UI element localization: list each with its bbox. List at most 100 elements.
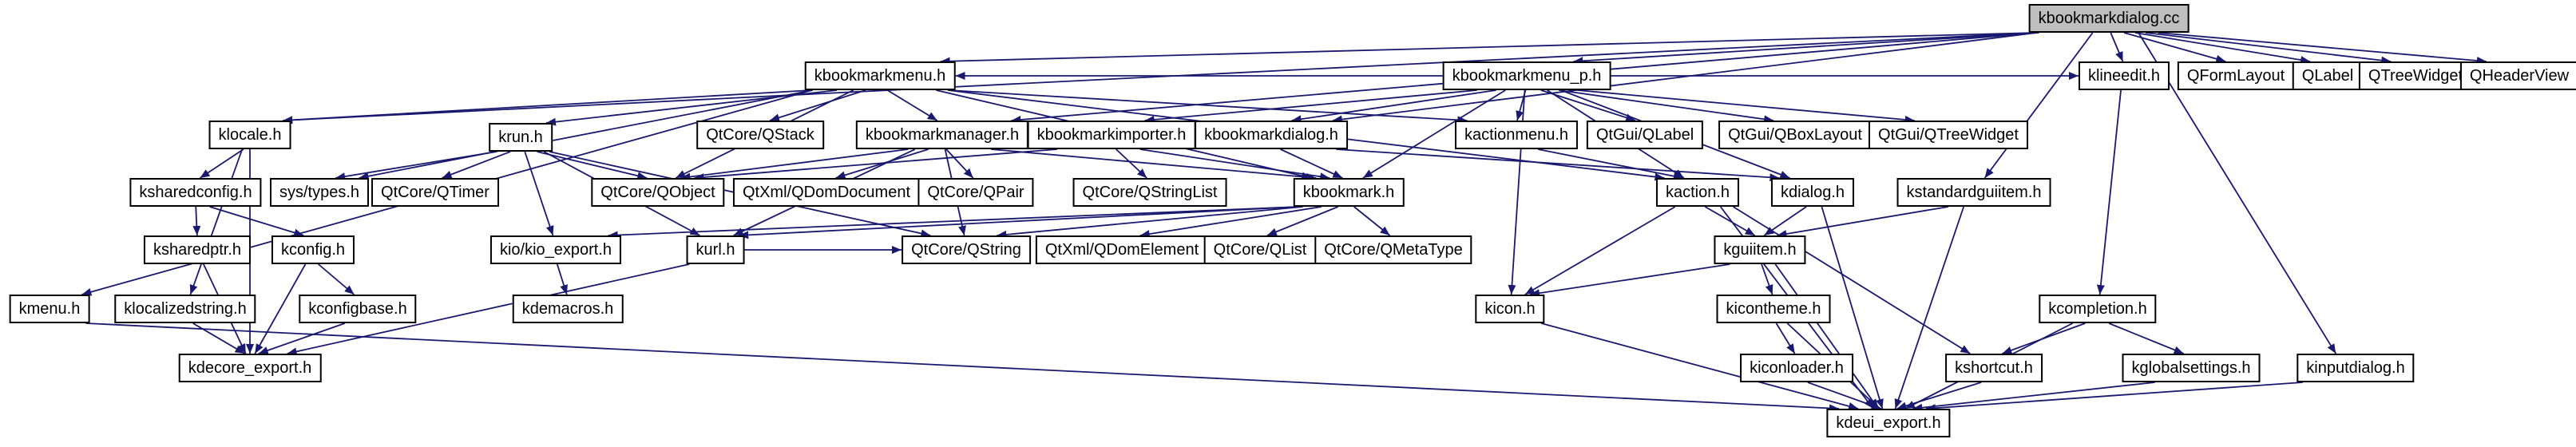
graph-node-kbookmarkmanager_h[interactable]: kbookmarkmanager.h bbox=[855, 121, 1029, 149]
graph-edge-kbookmarkimporter_h-qobject bbox=[694, 148, 1057, 182]
graph-edge-kiconloader_h-kdeui_export_h bbox=[1807, 382, 1882, 409]
graph-node-kguiitem_h[interactable]: kguiitem.h bbox=[1714, 235, 1806, 264]
graph-node-krun_h[interactable]: krun.h bbox=[489, 123, 553, 152]
graph-node-klocale_h[interactable]: klocale.h bbox=[208, 121, 291, 149]
graph-node-qtgui_qlabel[interactable]: QtGui/QLabel bbox=[1586, 121, 1704, 149]
graph-edge-root-kinputdialog_h bbox=[2138, 32, 2337, 354]
graph-node-qobject[interactable]: QtCore/QObject bbox=[591, 178, 725, 207]
graph-edge-kguiitem_h-kicontheme_h bbox=[1761, 263, 1773, 295]
graph-node-kinputdialog_h[interactable]: kinputdialog.h bbox=[2297, 354, 2415, 382]
graph-node-qstringlist[interactable]: QtCore/QStringList bbox=[1072, 178, 1227, 207]
graph-node-qstack[interactable]: QtCore/QStack bbox=[696, 121, 824, 149]
graph-edge-kactionmenu_h-kaction_h bbox=[1538, 148, 1684, 180]
graph-edge-klineedit_h-kcompletion_h bbox=[2096, 89, 2122, 295]
graph-edge-kicon_h-kdeui_export_h bbox=[1540, 322, 1859, 410]
graph-edge-kbookmarkmanager_h-qobject bbox=[680, 148, 909, 181]
graph-edge-root-qheaderview bbox=[2158, 32, 2487, 65]
graph-edge-kbookmarkmenu_h-kbookmarkmanager_h bbox=[886, 89, 938, 121]
graph-edge-kbookmarkimporter_h-qstringlist bbox=[1116, 148, 1147, 179]
graph-node-kicon_h[interactable]: kicon.h bbox=[1475, 295, 1545, 323]
graph-edge-krun_h-sys_types_h bbox=[335, 151, 497, 180]
graph-edge-root-qlabel bbox=[2134, 32, 2311, 64]
graph-node-qtgui_qboxlayout[interactable]: QtGui/QBoxLayout bbox=[1718, 121, 1872, 149]
graph-node-kmenu_h[interactable]: kmenu.h bbox=[9, 295, 90, 323]
graph-node-kdecore_export_h[interactable]: kdecore_export.h bbox=[178, 354, 322, 382]
graph-node-qheaderview[interactable]: QHeaderView bbox=[2459, 61, 2576, 90]
graph-node-kconfigbase_h[interactable]: kconfigbase.h bbox=[299, 295, 417, 323]
graph-edge-klocale_h-klocalizedstring_h bbox=[189, 148, 244, 295]
graph-edge-kglobalsettings_h-kdeui_export_h bbox=[1912, 382, 2155, 412]
graph-node-kbookmarkmenu_p_h[interactable]: kbookmarkmenu_p.h bbox=[1442, 61, 1611, 90]
graph-edge-kguiitem_h-kdeui_export_h bbox=[1774, 263, 1879, 409]
graph-edge-kbookmarkmenu_h-sys_types_h bbox=[359, 89, 813, 180]
graph-node-kbookmark_h[interactable]: kbookmark.h bbox=[1293, 178, 1405, 207]
graph-edge-kaction_h-kguiitem_h bbox=[1704, 206, 1756, 236]
graph-node-klocalizedstring_h[interactable]: klocalizedstring.h bbox=[114, 295, 256, 323]
graph-node-sys_types_h[interactable]: sys/types.h bbox=[269, 178, 370, 207]
graph-edge-kbookmarkmenu_p_h-qtgui_qboxlayout bbox=[1559, 89, 1774, 124]
graph-node-kaction_h[interactable]: kaction.h bbox=[1655, 178, 1740, 207]
graph-node-kbookmarkdialog_h[interactable]: kbookmarkdialog.h bbox=[1195, 121, 1348, 149]
graph-edge-kcompletion_h-kglobalsettings_h bbox=[2108, 322, 2184, 354]
graph-edge-root-klineedit_h bbox=[2110, 32, 2124, 62]
graph-node-kactionmenu_h[interactable]: kactionmenu.h bbox=[1454, 121, 1579, 149]
graph-edge-kconfig_h-kdecore_export_h bbox=[254, 263, 307, 354]
graph-edge-kbookmark_h-kurl_h bbox=[739, 206, 1299, 239]
graph-node-kdialog_h[interactable]: kdialog.h bbox=[1770, 178, 1855, 207]
graph-edge-kicontheme_h-kiconloader_h bbox=[1775, 322, 1796, 354]
graph-node-kiconloader_h[interactable]: kiconloader.h bbox=[1740, 354, 1853, 382]
graph-edge-kdialog_h-kdeui_export_h bbox=[1821, 206, 1884, 409]
graph-node-kshortcut_h[interactable]: kshortcut.h bbox=[1945, 354, 2043, 382]
graph-edge-kstandardguiitem_h-kdeui_export_h bbox=[1894, 206, 1965, 409]
graph-edge-kdialog_h-kguiitem_h bbox=[1763, 206, 1807, 236]
graph-node-kicontheme_h[interactable]: kicontheme.h bbox=[1716, 295, 1831, 323]
graph-node-qstring[interactable]: QtCore/QString bbox=[902, 235, 1031, 264]
graph-edge-kconfig_h-kconfigbase_h bbox=[318, 263, 355, 295]
graph-node-qdomelement[interactable]: QtXml/QDomElement bbox=[1035, 235, 1209, 264]
graph-node-kstandardguiitem_h[interactable]: kstandardguiitem.h bbox=[1896, 178, 2051, 207]
graph-node-kio_export_h[interactable]: kio/kio_export.h bbox=[489, 235, 622, 264]
graph-node-qmetatype[interactable]: QtCore/QMetaType bbox=[1314, 235, 1472, 264]
graph-edge-kbookmarkdialog_h-kdialog_h bbox=[1336, 148, 1780, 182]
graph-edge-kbookmark_h-qdomelement bbox=[1139, 206, 1322, 239]
graph-node-qformlayout[interactable]: QFormLayout bbox=[2177, 61, 2295, 90]
graph-node-kbookmarkmenu_h[interactable]: kbookmarkmenu.h bbox=[804, 61, 956, 90]
graph-node-qpair[interactable]: QtCore/QPair bbox=[917, 178, 1034, 207]
graph-edge-root-klocale_h bbox=[283, 32, 2037, 125]
graph-node-kdemacros_h[interactable]: kdemacros.h bbox=[512, 295, 624, 323]
graph-edge-kbookmarkmenu_h-krun_h bbox=[545, 89, 838, 126]
graph-node-qlabel[interactable]: QLabel bbox=[2292, 61, 2364, 90]
graph-edge-kbookmarkmanager_h-kbookmark_h bbox=[991, 148, 1317, 181]
graph-edge-kstandardguiitem_h-kguiitem_h bbox=[1777, 206, 1948, 238]
graph-node-ksharedptr_h[interactable]: ksharedptr.h bbox=[143, 235, 252, 264]
graph-edge-kbookmarkmenu_p_h-qtgui_qlabel bbox=[1540, 89, 1636, 122]
graph-edge-kguiitem_h-kicon_h bbox=[1529, 263, 1730, 298]
graph-edge-kbookmark_h-kio_export_h bbox=[608, 206, 1299, 239]
graph-node-kurl_h[interactable]: kurl.h bbox=[686, 235, 745, 264]
graph-edge-kbookmarkmenu_p_h-kbookmarkdialog_h bbox=[1291, 89, 1496, 124]
graph-node-kdeui_export_h[interactable]: kdeui_export.h bbox=[1826, 409, 1951, 437]
graph-node-qtimer[interactable]: QtCore/QTimer bbox=[371, 178, 499, 207]
graph-edge-kbookmark_h-qstring bbox=[997, 206, 1303, 239]
graph-edge-kinputdialog_h-kdeui_export_h bbox=[1925, 382, 2303, 413]
graph-node-kconfig_h[interactable]: kconfig.h bbox=[271, 235, 355, 264]
graph-edge-kbookmarkmenu_p_h-kbookmark_h bbox=[1362, 89, 1506, 179]
graph-edge-root-kbookmarkdialog_h bbox=[1332, 32, 2037, 124]
graph-node-kglobalsettings_h[interactable]: kglobalsettings.h bbox=[2122, 354, 2261, 382]
graph-node-qtgui_qtreewidget[interactable]: QtGui/QTreeWidget bbox=[1869, 121, 2028, 149]
graph-edge-root-kbookmarkmenu_p_h bbox=[1573, 32, 2039, 65]
graph-edge-klocale_h-ksharedconfig_h bbox=[199, 148, 244, 179]
graph-node-kbookmarkimporter_h[interactable]: kbookmarkimporter.h bbox=[1027, 121, 1196, 149]
graph-node-qlist[interactable]: QtCore/QList bbox=[1203, 235, 1317, 264]
graph-edge-root-kstandardguiitem_h bbox=[1984, 32, 2094, 179]
graph-node-qdomdocument[interactable]: QtXml/QDomDocument bbox=[732, 178, 921, 207]
graph-edge-krun_h-qobject bbox=[537, 151, 648, 180]
graph-node-klineedit_h[interactable]: klineedit.h bbox=[2078, 61, 2170, 90]
graph-node-ksharedconfig_h[interactable]: ksharedconfig.h bbox=[129, 178, 262, 207]
graph-edge-kbookmarkimporter_h-kbookmark_h bbox=[1139, 148, 1330, 181]
graph-edge-krun_h-qtimer bbox=[442, 151, 511, 179]
graph-node-qtreewidget[interactable]: QTreeWidget bbox=[2358, 61, 2473, 90]
graph-edge-krun_h-kio_export_h bbox=[524, 151, 554, 236]
graph-node-kcompletion_h[interactable]: kcompletion.h bbox=[2039, 295, 2157, 323]
